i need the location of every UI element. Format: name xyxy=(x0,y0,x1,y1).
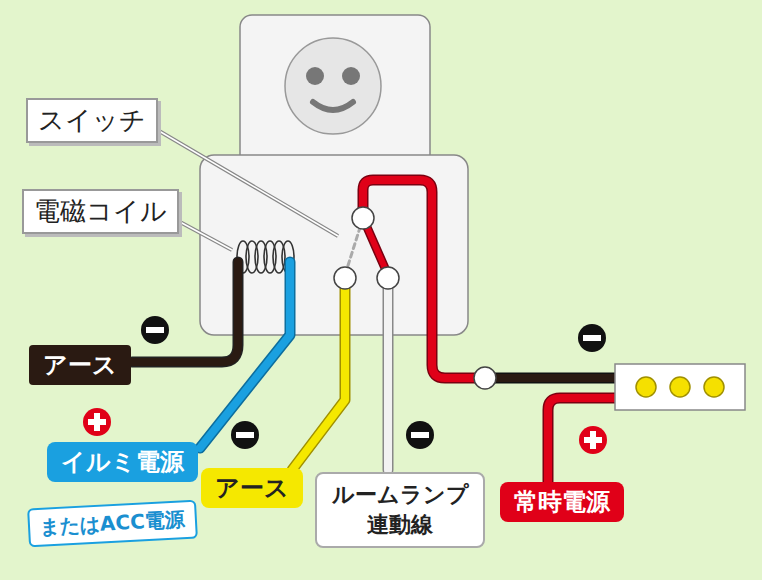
label-text: アース xyxy=(215,472,289,504)
callout-box: 電磁コイル xyxy=(22,189,179,234)
minus-symbols xyxy=(141,316,606,449)
eye xyxy=(306,67,324,85)
connector xyxy=(615,364,745,410)
label-text: ルームランプ 連動線 xyxy=(329,480,471,539)
label-text: スイッチ xyxy=(38,103,146,138)
label-text: またはACC電源 xyxy=(39,506,185,541)
face xyxy=(285,38,381,134)
label-text: 電磁コイル xyxy=(34,194,167,229)
acc-power-label: またはACC電源 xyxy=(27,499,198,547)
callout-box: スイッチ xyxy=(26,98,158,143)
smile xyxy=(313,102,353,110)
terminals xyxy=(334,207,496,389)
relay-top xyxy=(240,15,430,175)
label-text: 常時電源 xyxy=(514,486,610,518)
connector-pins xyxy=(636,377,724,397)
illumi-power-label: イルミ電源 xyxy=(47,442,198,482)
label-text: アース xyxy=(43,349,117,381)
constant-power-label: 常時電源 xyxy=(500,482,624,522)
room-lamp-label: ルームランプ 連動線 xyxy=(315,472,485,547)
label-text: イルミ電源 xyxy=(61,446,184,478)
wires xyxy=(132,180,615,485)
leader-lines-inner xyxy=(154,128,338,250)
leader-lines xyxy=(154,128,338,250)
ground-label: アース xyxy=(29,345,131,385)
eye xyxy=(342,67,360,85)
ground-label: アース xyxy=(201,468,303,508)
